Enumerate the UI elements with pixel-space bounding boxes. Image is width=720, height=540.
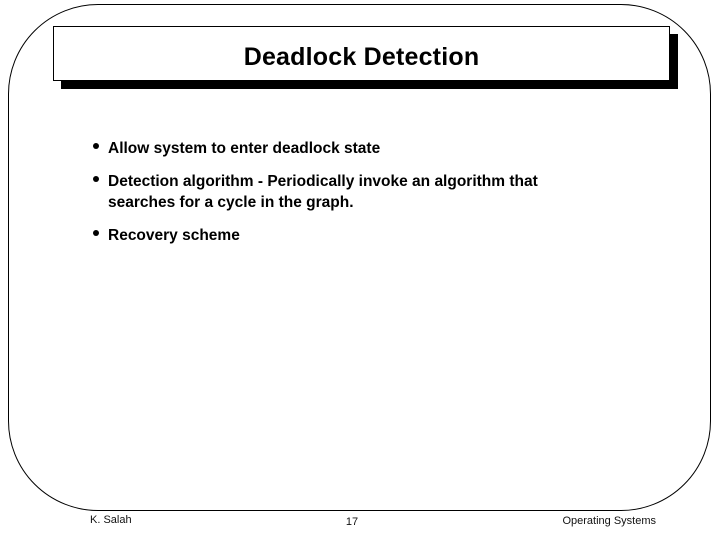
bullet-item: Detection algorithm - Periodically invok… <box>93 171 598 213</box>
bullet-dot-icon <box>93 143 99 149</box>
bullet-dot-icon <box>93 230 99 236</box>
footer-course: Operating Systems <box>562 515 656 527</box>
bullet-list: Allow system to enter deadlock state Det… <box>93 138 598 258</box>
bullet-text: Recovery scheme <box>108 227 240 244</box>
slide-rounded-border <box>8 4 711 511</box>
page-title: Deadlock Detection <box>243 43 480 71</box>
bullet-item: Recovery scheme <box>93 225 598 246</box>
bullet-text: Allow system to enter deadlock state <box>108 140 381 157</box>
bullet-dot-icon <box>93 176 99 182</box>
footer-page-number: 17 <box>345 516 359 528</box>
bullet-item: Allow system to enter deadlock state <box>93 138 598 159</box>
bullet-text: Detection algorithm - Periodically invok… <box>108 173 538 211</box>
footer-author: K. Salah <box>90 514 132 526</box>
title-box: Deadlock Detection <box>53 26 670 81</box>
